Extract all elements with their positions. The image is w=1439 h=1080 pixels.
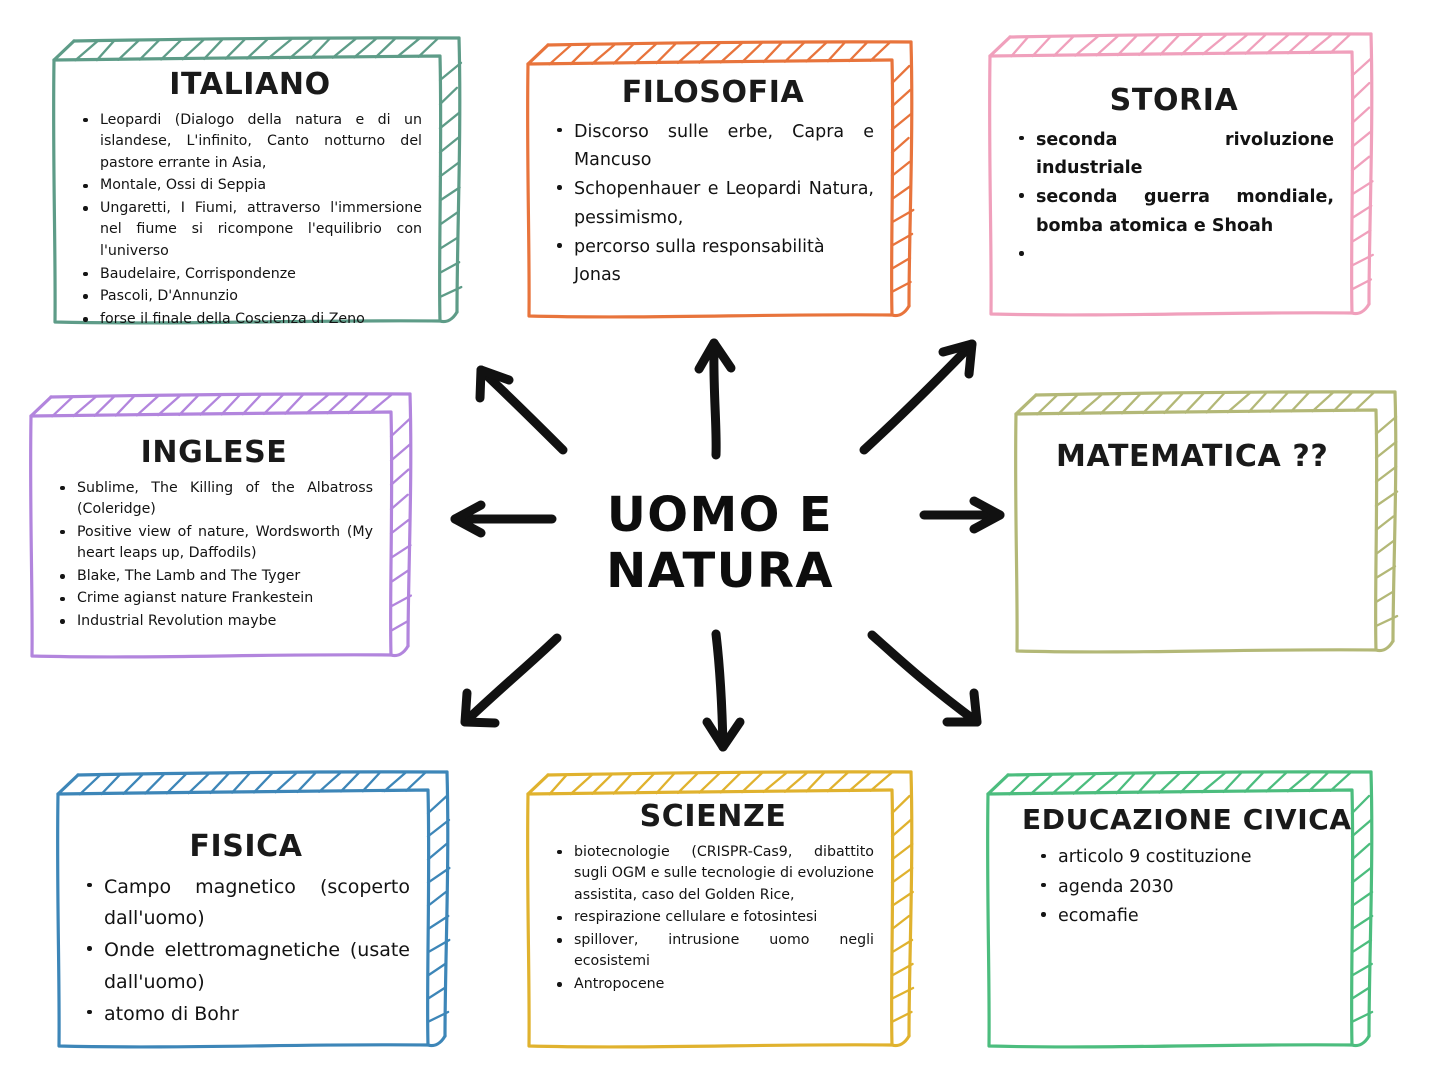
list-item: forse il finale della Coscienza di Zeno — [78, 309, 422, 331]
list-item: Discorso sulle erbe, Capra e Mancuso — [552, 118, 874, 175]
arrow-to-scienze — [702, 629, 745, 752]
center-topic-line2: NATURA — [606, 543, 834, 599]
list-item: Crime agianst nature Frankestein — [55, 588, 373, 610]
arrow-to-storia — [859, 339, 977, 455]
list-item: Sublime, The Killing of the Albatross (C… — [55, 478, 373, 521]
list-item: Leopardi (Dialogo della natura e di un i… — [78, 110, 422, 175]
card-italiano[interactable]: ITALIANO Leopardi (Dialogo della natura … — [50, 36, 466, 331]
list-item: Positive view of nature, Wordsworth (My … — [55, 522, 373, 565]
card-educazione-civica[interactable]: EDUCAZIONE CIVICA articolo 9 costituzion… — [984, 770, 1378, 1052]
list-item: Baudelaire, Corrispondenze — [78, 264, 422, 286]
list-item: articolo 9 costituzione — [1036, 843, 1334, 871]
card-title-filosofia: FILOSOFIA — [621, 75, 805, 110]
arrow-to-educazione-civica — [867, 630, 982, 727]
card-inglese[interactable]: INGLESE Sublime, The Killing of the Alba… — [27, 392, 417, 662]
card-matematica[interactable]: MATEMATICA ?? — [1012, 390, 1402, 657]
card-list-fisica: Campo magnetico (scoperto dall'uomo) Ond… — [82, 872, 410, 1031]
card-frame-filosofia — [524, 40, 918, 322]
card-list-italiano: Leopardi (Dialogo della natura e di un i… — [78, 110, 422, 331]
card-title-storia: STORIA — [1109, 83, 1239, 118]
list-item: Industrial Revolution maybe — [55, 611, 373, 633]
card-frame-fisica — [54, 770, 454, 1052]
list-item: respirazione cellulare e fotosintesi — [552, 907, 874, 929]
card-frame-inglese — [27, 392, 417, 662]
card-frame-italiano — [50, 36, 466, 328]
list-item: Blake, The Lamb and The Tyger — [55, 566, 373, 588]
card-title-scienze: SCIENZE — [639, 799, 787, 834]
list-item: Onde elettromagnetiche (usate dall'uomo) — [82, 935, 410, 998]
card-frame-scienze — [524, 770, 918, 1052]
card-title-educazione-civica: EDUCAZIONE CIVICA — [1022, 803, 1352, 836]
card-list-filosofia: Discorso sulle erbe, Capra e Mancuso Sch… — [552, 118, 874, 290]
card-frame-matematica — [1012, 390, 1402, 657]
list-item: Montale, Ossi di Seppia — [78, 175, 422, 197]
card-list-inglese: Sublime, The Killing of the Albatross (C… — [55, 478, 373, 633]
card-list-scienze: biotecnologie (CRISPR-Cas9, dibattito su… — [552, 842, 874, 996]
center-topic: UOMO E NATURA — [560, 478, 880, 610]
list-item: agenda 2030 — [1036, 873, 1334, 901]
card-title-matematica: MATEMATICA ?? — [1056, 439, 1329, 474]
list-item: Pascoli, D'Annunzio — [78, 286, 422, 308]
list-item: spillover, intrusione uomo negli ecosist… — [552, 930, 874, 973]
arrow-to-filosofia — [694, 338, 736, 460]
card-filosofia[interactable]: FILOSOFIA Discorso sulle erbe, Capra e M… — [524, 40, 918, 322]
card-list-educazione-civica: articolo 9 costituzione agenda 2030 ecom… — [1012, 843, 1334, 930]
card-title-fisica: FISICA — [189, 829, 303, 864]
card-storia[interactable]: STORIA seconda rivoluzione industriale s… — [986, 32, 1378, 320]
arrow-to-matematica — [919, 496, 1005, 534]
card-list-storia: seconda rivoluzione industriale seconda … — [1014, 126, 1334, 256]
list-item: atomo di Bohr — [82, 999, 410, 1030]
center-topic-line1: UOMO E — [606, 487, 834, 544]
list-item: Campo magnetico (scoperto dall'uomo) — [82, 872, 410, 935]
list-item: biotecnologie (CRISPR-Cas9, dibattito su… — [552, 842, 874, 907]
arrow-to-italiano — [475, 365, 568, 455]
list-item: Schopenhauer e Leopardi Natura, pessimis… — [552, 175, 874, 232]
list-item: Antropocene — [552, 974, 874, 996]
arrow-to-fisica — [460, 633, 562, 728]
list-item: ecomafie — [1036, 902, 1334, 930]
list-item: seconda rivoluzione industriale — [1014, 126, 1334, 183]
card-title-italiano: ITALIANO — [169, 67, 331, 102]
card-fisica[interactable]: FISICA Campo magnetico (scoperto dall'uo… — [54, 770, 454, 1052]
card-title-inglese: INGLESE — [140, 435, 288, 470]
card-scienze[interactable]: SCIENZE biotecnologie (CRISPR-Cas9, diba… — [524, 770, 918, 1052]
card-frame-educazione-civica — [984, 770, 1378, 1052]
list-item: Ungaretti, I Fiumi, attraverso l'immersi… — [78, 198, 422, 263]
list-item: seconda guerra mondiale, bomba atomica e… — [1014, 183, 1334, 240]
arrow-to-inglese — [450, 500, 557, 538]
list-item: percorso sulla responsabilità Jonas — [552, 233, 874, 290]
card-frame-storia — [986, 32, 1378, 320]
